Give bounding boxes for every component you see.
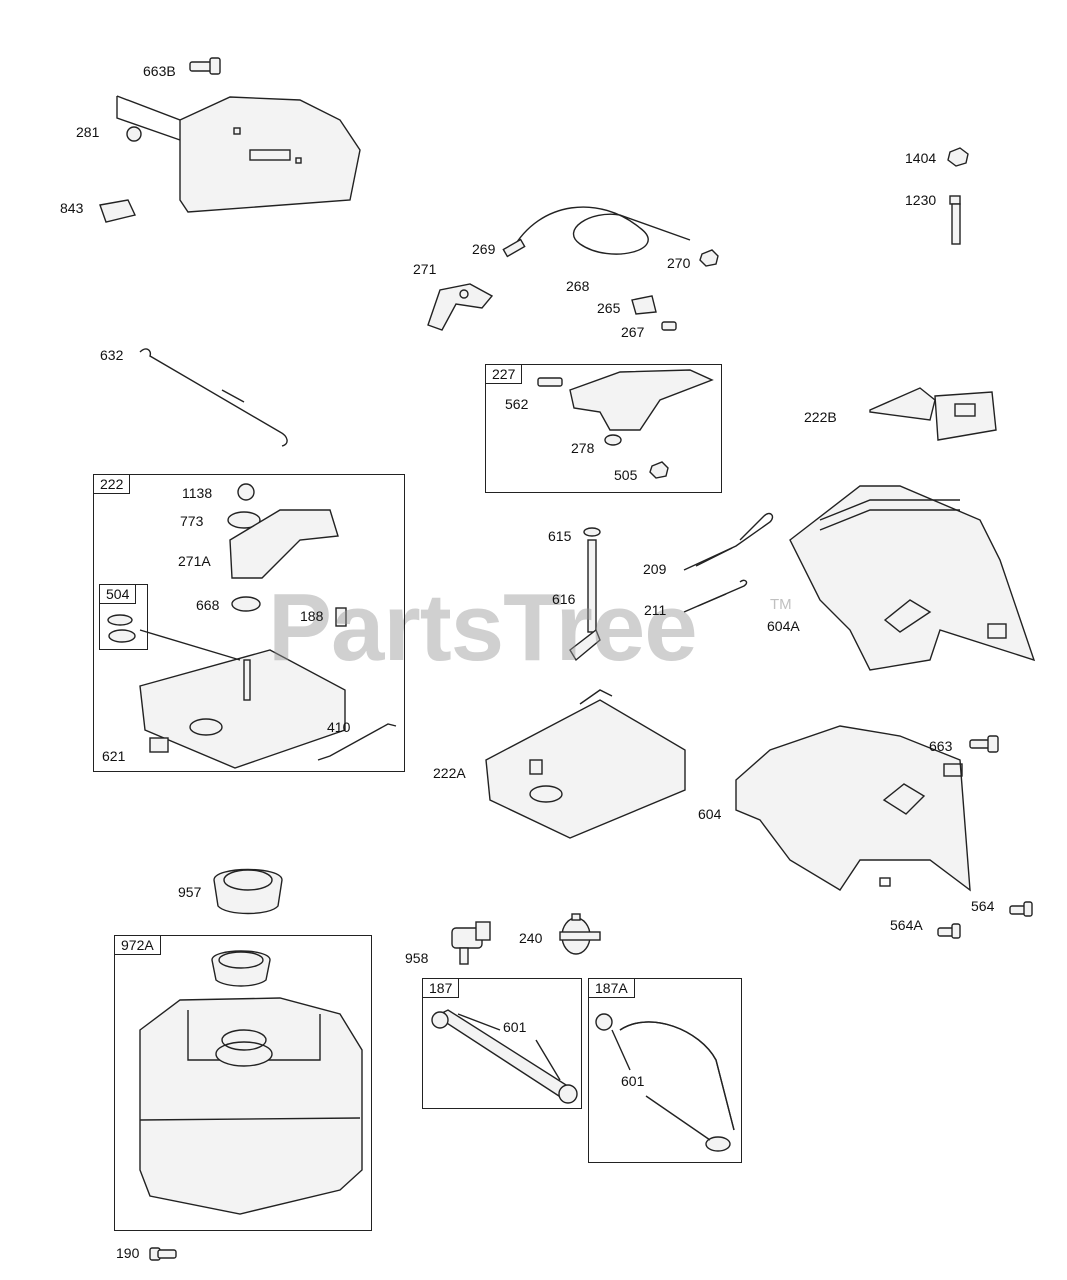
group-tag-972a[interactable]: 972A	[114, 935, 161, 955]
callout-1230[interactable]: 1230	[905, 192, 937, 208]
callout-616[interactable]: 616	[552, 591, 576, 607]
callout-188[interactable]: 188	[300, 608, 324, 624]
callout-668[interactable]: 668	[196, 597, 220, 613]
callout-1138[interactable]: 1138	[182, 485, 213, 501]
group-box-227: 227	[485, 364, 722, 493]
group-box-504: 504	[99, 584, 148, 650]
callout-604a[interactable]: 604A	[767, 618, 800, 634]
nut-270-icon	[699, 249, 719, 267]
group-tag-187a[interactable]: 187A	[588, 978, 635, 998]
bracket-281-icon	[116, 95, 361, 213]
callout-410[interactable]: 410	[327, 719, 351, 735]
stud-1230-icon	[949, 195, 961, 245]
bolt-663-icon	[969, 735, 999, 753]
watermark-tm: TM	[770, 596, 792, 613]
callout-663[interactable]: 663	[929, 738, 953, 754]
cable-268-icon	[502, 206, 691, 258]
callout-190[interactable]: 190	[116, 1245, 140, 1261]
group-tag-222[interactable]: 222	[93, 474, 131, 494]
callout-773[interactable]: 773	[180, 513, 204, 529]
callout-271a[interactable]: 271A	[178, 553, 211, 569]
callout-957[interactable]: 957	[178, 884, 202, 900]
group-box-187: 187	[422, 978, 582, 1109]
clip-843-icon	[99, 199, 136, 223]
bolt-564a-icon	[937, 923, 961, 939]
callout-1404[interactable]: 1404	[905, 150, 937, 166]
group-box-222: 222	[93, 474, 405, 772]
callout-632[interactable]: 632	[100, 347, 124, 363]
fuel-line-187a-icon	[595, 1013, 735, 1152]
callout-958[interactable]: 958	[405, 950, 429, 966]
control-bracket-222-icon	[107, 483, 397, 769]
callout-621[interactable]: 621	[102, 748, 126, 764]
group-tag-227[interactable]: 227	[485, 364, 523, 384]
callout-505[interactable]: 505	[614, 467, 638, 483]
group-box-972a: 972A	[114, 935, 372, 1231]
callout-564a[interactable]: 564A	[890, 917, 923, 933]
callout-564[interactable]: 564	[971, 898, 995, 914]
callout-265[interactable]: 265	[597, 300, 621, 316]
spring-211-icon	[683, 579, 748, 613]
fuel-cap-957-icon	[213, 868, 283, 915]
callout-601-b[interactable]: 601	[621, 1073, 645, 1089]
blower-housing-604-icon	[735, 725, 971, 892]
screw-267-icon	[661, 321, 677, 331]
callout-604[interactable]: 604	[698, 806, 722, 822]
callout-222a[interactable]: 222A	[433, 765, 466, 781]
shutoff-valve-958-icon	[451, 921, 491, 965]
callout-615[interactable]: 615	[548, 528, 572, 544]
callout-268[interactable]: 268	[566, 278, 590, 294]
callout-240[interactable]: 240	[519, 930, 543, 946]
spring-209-icon	[683, 512, 774, 571]
fuel-line-187-icon	[431, 1009, 578, 1104]
callout-278[interactable]: 278	[571, 440, 595, 456]
fuel-tank-972a-icon	[139, 950, 363, 1215]
callout-222b[interactable]: 222B	[804, 409, 837, 425]
callout-281[interactable]: 281	[76, 124, 100, 140]
clamp-265-icon	[631, 295, 657, 315]
callout-209[interactable]: 209	[643, 561, 667, 577]
bracket-222b-icon	[869, 387, 997, 441]
bolt-663b-icon	[189, 57, 221, 75]
bolt-190-icon	[149, 1247, 177, 1261]
group-tag-187[interactable]: 187	[422, 978, 460, 998]
shroud-604a-icon	[789, 485, 1036, 671]
callout-269[interactable]: 269	[472, 241, 496, 257]
link-rod-632-icon	[139, 348, 288, 447]
bracket-222a-icon	[485, 689, 686, 839]
governor-lever-group-icon	[537, 369, 714, 479]
callout-211[interactable]: 211	[644, 602, 667, 618]
group-tag-504[interactable]: 504	[99, 584, 137, 604]
lever-271-icon	[427, 283, 494, 331]
callout-270[interactable]: 270	[667, 255, 691, 271]
nut-1404-icon	[947, 147, 969, 167]
callout-267[interactable]: 267	[621, 324, 645, 340]
bolt-564-icon	[1009, 901, 1033, 917]
callout-601-a[interactable]: 601	[503, 1019, 527, 1035]
fuel-filter-240-icon	[559, 913, 601, 955]
shaft-616-icon	[569, 527, 601, 662]
group-box-187a: 187A	[588, 978, 742, 1163]
callout-663b[interactable]: 663B	[143, 63, 176, 79]
callout-843[interactable]: 843	[60, 200, 84, 216]
callout-271[interactable]: 271	[413, 261, 437, 277]
callout-562[interactable]: 562	[505, 396, 529, 412]
